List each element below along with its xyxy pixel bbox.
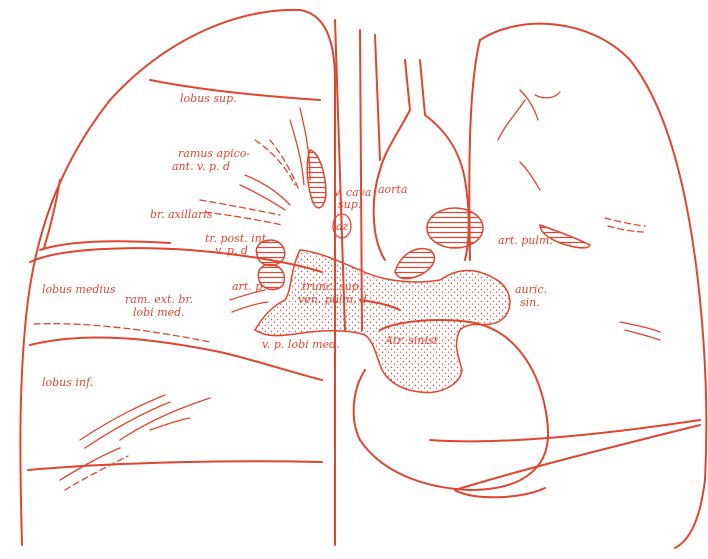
label-ram-ext-2: lobi med. [133,306,185,319]
label-trunc-2: ven. pulm. d [298,293,367,306]
right-lung-outline [20,10,335,545]
label-trunc: trunc. sup. [302,280,362,293]
label-lobus-sup: lobus sup. [180,92,237,105]
label-lobus-medius: lobus medius [42,283,116,296]
label-art-pulm: art. pulm. [498,234,553,247]
label-v-cava-2: sup. [338,198,361,211]
label-auric-2: sin. [520,296,540,309]
label-az: az [336,220,349,233]
label-br-axillaris: br. axillaris [150,208,213,221]
label-lobus-inf: lobus inf. [42,376,93,389]
label-aorta: aorta [378,183,407,196]
label-tr-post-2: v. p. d [215,244,248,257]
label-ram-ext: ram. ext. br. [125,293,193,306]
label-atr-sinist: Atr. sinist. [384,334,442,347]
label-v-p-lobi-med: v. p. lobi med. [262,338,340,351]
label-ramus-apico-2: ant. v. p. d [172,160,230,173]
label-art-p: art. p [232,280,262,293]
label-ramus-apico: ramus apico- [178,147,250,160]
label-auric: auric. [515,283,547,296]
